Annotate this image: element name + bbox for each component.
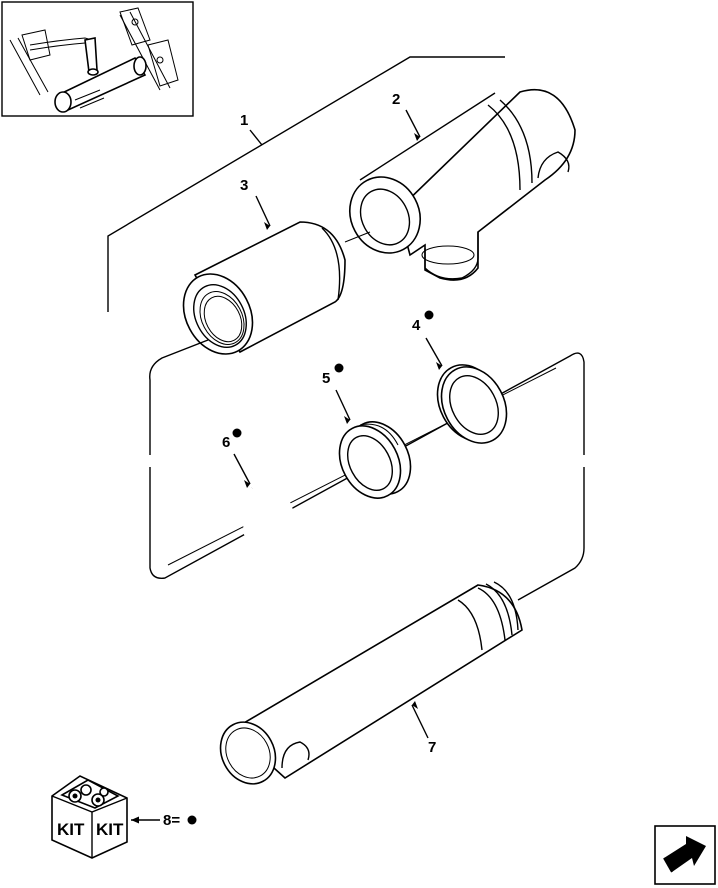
next-page-arrow-icon[interactable] <box>654 825 716 885</box>
arrowhead-5 <box>344 416 350 424</box>
leader-line-3 <box>255 195 271 227</box>
kit-arrowhead <box>131 816 139 824</box>
kit-box-text-left: KIT <box>57 820 85 839</box>
arrowhead-7 <box>412 701 418 709</box>
leader-line-2 <box>405 109 421 138</box>
callout-7: 7 <box>428 739 436 756</box>
kit-marker-dot-5 <box>334 363 344 373</box>
arrowhead-2 <box>414 133 420 141</box>
callout-1: 1 <box>240 112 248 129</box>
kit-marker-dot-6 <box>232 428 242 438</box>
leader-line-6 <box>233 453 251 485</box>
part-7-rod <box>219 581 523 785</box>
part-6-snap-ring <box>241 484 295 552</box>
part-2-barrel <box>349 88 576 281</box>
leader-line-1 <box>249 129 263 146</box>
part-3-head <box>182 221 346 355</box>
kit-label-dot <box>187 815 197 825</box>
gap-right <box>580 455 588 467</box>
inset-locator-thumbnail <box>1 1 194 117</box>
gap-left <box>146 455 154 467</box>
kit-box-icon: KIT KIT <box>51 775 128 859</box>
arrowhead-6 <box>244 480 250 488</box>
callout-6: 6 <box>222 434 230 451</box>
callout-4: 4 <box>412 317 421 334</box>
callout-2: 2 <box>392 91 400 108</box>
arrowhead-3 <box>264 222 270 230</box>
arrowhead-4 <box>436 362 442 370</box>
kit-label: 8= <box>163 812 180 829</box>
leader-line-5 <box>335 389 351 421</box>
part-5-seal <box>338 421 412 499</box>
assembly-axis-upper <box>344 231 371 243</box>
leader-line-7 <box>411 704 429 739</box>
bracket-line-1 <box>107 56 505 312</box>
callout-3: 3 <box>240 177 248 194</box>
part-4-wiper-ring <box>436 364 508 444</box>
kit-box-text-right: KIT <box>96 820 124 839</box>
kit-marker-dot-4 <box>424 310 434 320</box>
leader-line-4 <box>425 337 443 367</box>
callout-5: 5 <box>322 370 330 387</box>
